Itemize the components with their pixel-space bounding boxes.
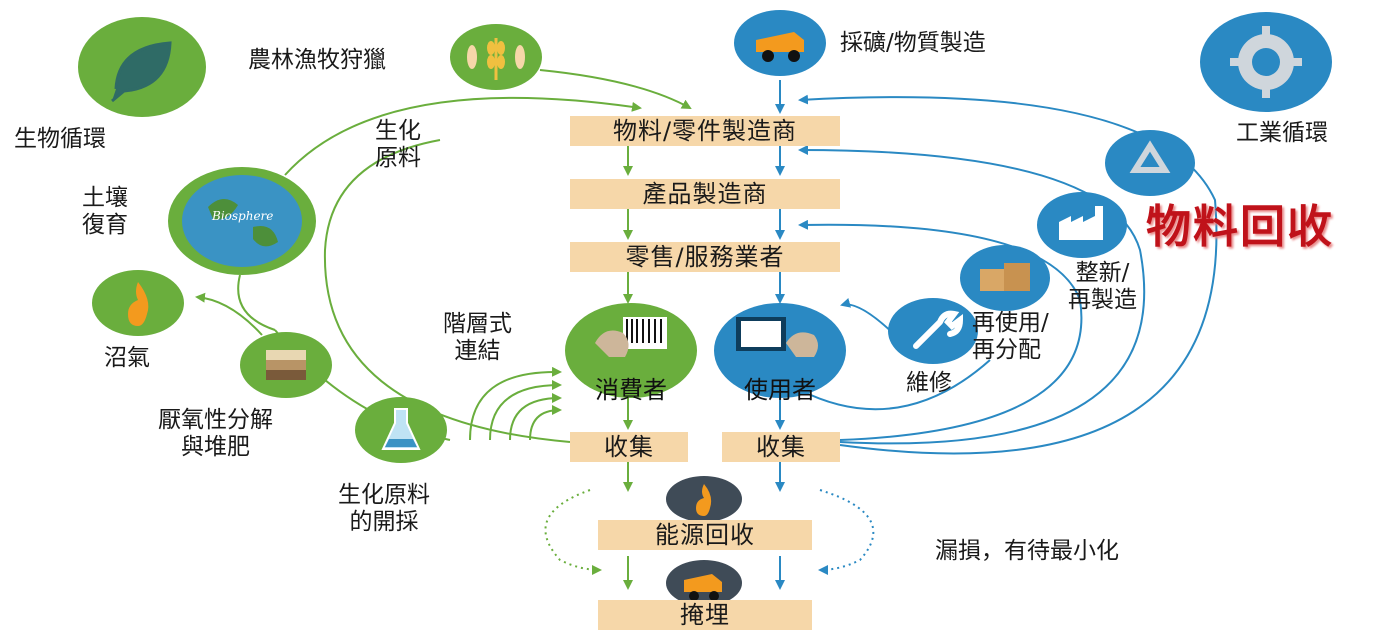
extraction-label: 生化原料 的開採 <box>338 482 430 535</box>
bio-cycle-label: 生物循環 <box>14 126 106 152</box>
parts-maker-box: 物料/零件製造商 <box>570 116 840 146</box>
maintenance-label: 維修 <box>906 370 952 396</box>
anaerobic-label: 厭氧性分解 與堆肥 <box>158 407 273 460</box>
flame-icon <box>92 270 184 336</box>
consumer-circle <box>565 303 697 398</box>
energy-recovery-box: 能源回收 <box>598 520 812 550</box>
tech-flow-lines <box>775 80 1218 590</box>
collect-right-box: 收集 <box>722 432 840 462</box>
soil-restoration-label: 土壤 復育 <box>82 185 128 238</box>
tech-cycle-label: 工業循環 <box>1236 120 1328 146</box>
factory-icon <box>1037 192 1127 258</box>
user-circle <box>714 303 846 398</box>
biogas-label: 沼氣 <box>104 345 150 371</box>
mining-label: 採礦/物質製造 <box>840 30 986 56</box>
flask-icon <box>355 397 447 463</box>
energy-flame-icon <box>666 476 742 522</box>
leaf-icon <box>78 17 206 117</box>
gear-icon <box>1200 12 1332 112</box>
reuse-label: 再使用/ 再分配 <box>972 310 1049 363</box>
leakage-label: 漏損，有待最小化 <box>935 538 1119 564</box>
landfill-box: 掩埋 <box>598 600 812 630</box>
consumer-label: 消費者 <box>595 376 667 404</box>
user-label: 使用者 <box>744 376 816 404</box>
product-maker-box: 產品製造商 <box>570 179 840 209</box>
crops-icon <box>450 24 542 90</box>
biosphere-label: Biosphere <box>212 209 274 223</box>
biochem-feedstock-label: 生化 原料 <box>375 118 421 171</box>
mining-truck-icon <box>734 10 826 76</box>
boxes-icon <box>960 245 1050 311</box>
agriculture-label: 農林漁牧狩獵 <box>248 47 386 73</box>
refurbish-label: 整新/ 再製造 <box>1068 260 1137 313</box>
retail-box: 零售/服務業者 <box>570 242 840 272</box>
collect-left-box: 收集 <box>570 432 688 462</box>
wrench-icon <box>888 298 978 364</box>
bio-flow-lines <box>195 69 692 590</box>
recycle-icon <box>1105 130 1195 196</box>
dump-truck-icon <box>666 560 742 606</box>
material-recovery-title: 物料回收 <box>1146 200 1335 253</box>
soil-layers-icon <box>240 332 332 398</box>
biosphere-globe-icon: Biosphere <box>168 167 316 275</box>
cascades-label: 階層式 連結 <box>443 311 512 364</box>
